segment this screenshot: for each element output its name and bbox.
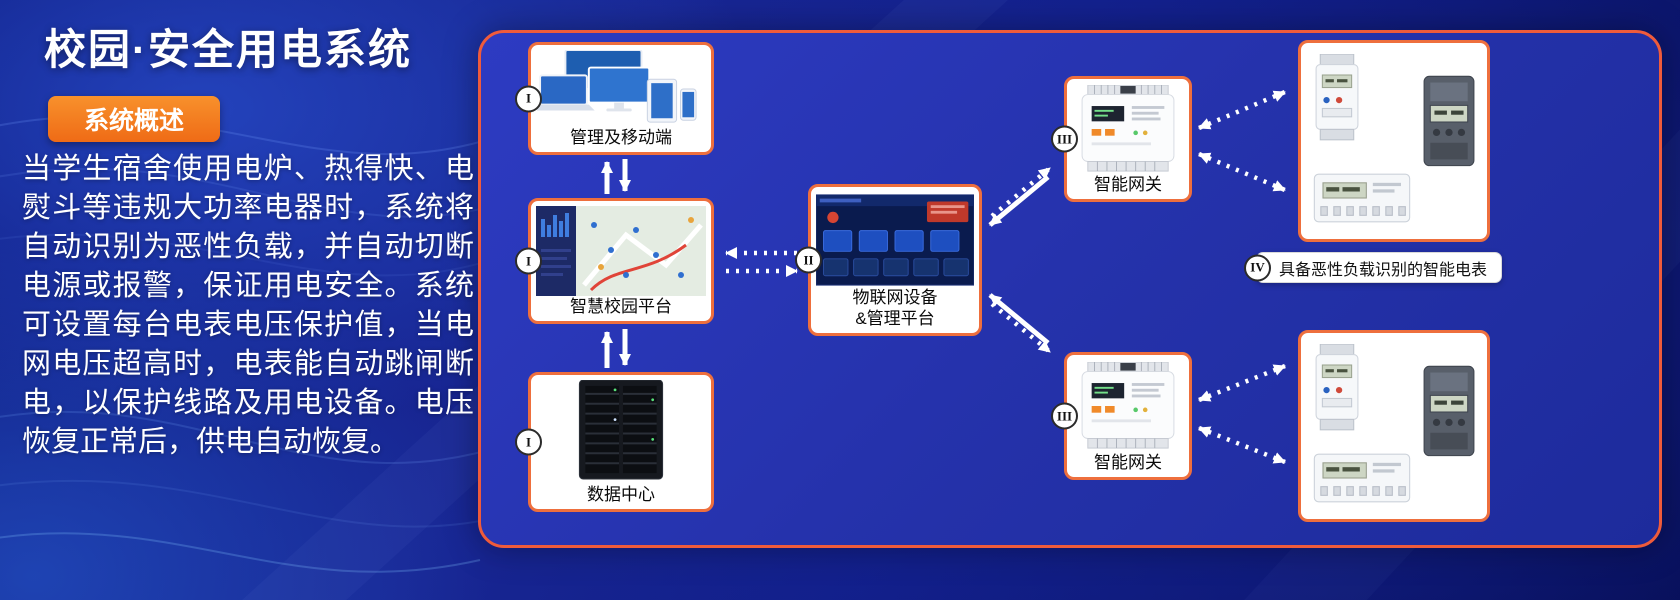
smart-meter-dark-image	[1422, 72, 1476, 177]
gateway-device-image	[1072, 360, 1184, 452]
node-campus-platform: I 智慧校园平台	[515, 198, 714, 324]
smart-meter-caption: IV 具备恶性负载识别的智能电表	[1244, 252, 1503, 283]
node-label: 智能网关	[1094, 175, 1162, 194]
caption-text: 具备恶性负载识别的智能电表	[1279, 261, 1488, 279]
node-label-line1: 物联网设备	[852, 288, 938, 307]
system-description: 当学生宿舍使用电炉、热得快、电熨斗等违规大功率电器时，系统将自动识别为恶性负载，…	[22, 153, 474, 458]
node-smart-gateway-bottom: III	[1051, 352, 1192, 480]
smart-meter-small-image	[1314, 343, 1360, 437]
smart-meter-wide-image	[1312, 172, 1412, 229]
node-label: 数据中心	[587, 485, 655, 504]
server-rack-image	[536, 380, 706, 484]
numeral-badge: I	[515, 85, 542, 112]
page-title: 校园·安全用电系统	[44, 26, 412, 73]
devices-cluster-image	[536, 50, 706, 127]
node-label: 智能网关	[1094, 453, 1162, 472]
campus-dashboard-image	[536, 206, 706, 296]
numeral-badge: III	[1051, 125, 1078, 153]
node-smart-meters-top	[1298, 40, 1490, 242]
node-label: 管理及移动端	[570, 128, 672, 147]
iot-dashboard-image	[816, 192, 974, 287]
node-management-terminals: I 管理及移动端	[515, 42, 714, 155]
node-iot-platform: II 物联网设备 &管理平台	[795, 184, 982, 336]
node-label-line2: &管理平台	[855, 309, 935, 328]
smart-meter-dark-image	[1422, 362, 1476, 467]
node-smart-meters-bottom	[1298, 330, 1490, 522]
numeral-badge: I	[515, 428, 542, 456]
node-data-center: I 数据中心	[515, 372, 714, 512]
numeral-badge: IV	[1244, 254, 1271, 281]
node-smart-gateway-top: III	[1051, 76, 1192, 202]
numeral-badge: I	[515, 247, 542, 275]
overview-badge: 系统概述	[48, 96, 221, 142]
smart-meter-wide-image	[1312, 452, 1412, 509]
gateway-device-image	[1072, 84, 1184, 174]
smart-meter-small-image	[1314, 53, 1360, 147]
numeral-badge: II	[795, 246, 822, 274]
numeral-badge: III	[1051, 402, 1078, 430]
node-label: 智慧校园平台	[570, 297, 672, 316]
